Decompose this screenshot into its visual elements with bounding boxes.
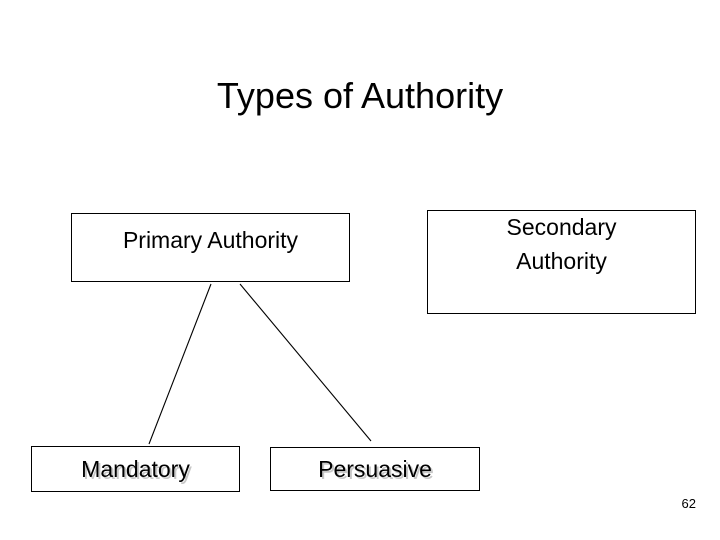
- node-primary-authority-label: Primary Authority: [122, 226, 299, 253]
- node-secondary-authority-label: Secondary Authority: [506, 214, 617, 274]
- node-primary-authority[interactable]: Primary Authority: [71, 213, 350, 282]
- connector-primary-to-mandatory: [148, 283, 212, 445]
- page-title: Types of Authority: [216, 75, 504, 117]
- node-mandatory-label: Mandatory: [81, 456, 190, 482]
- connector-primary-to-persuasive: [239, 283, 372, 442]
- page-number: 62: [681, 496, 696, 511]
- node-mandatory[interactable]: Mandatory: [31, 446, 240, 492]
- node-persuasive[interactable]: Persuasive: [270, 447, 480, 491]
- node-secondary-authority[interactable]: Secondary Authority: [427, 210, 696, 314]
- node-persuasive-label: Persuasive: [318, 456, 432, 482]
